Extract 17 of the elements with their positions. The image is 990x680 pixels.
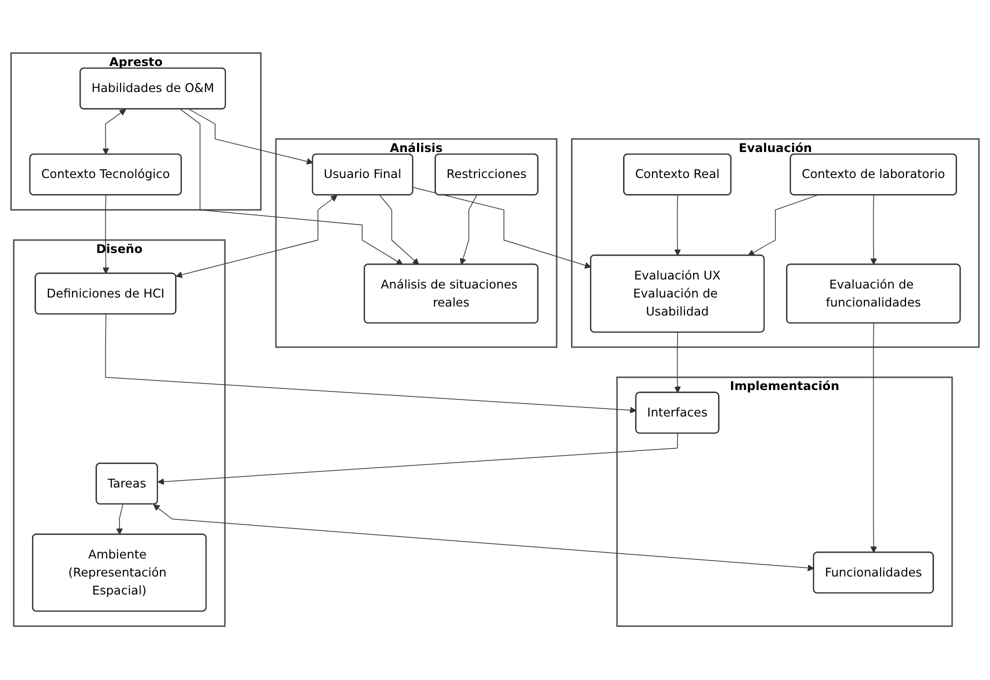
arrow	[116, 504, 124, 536]
arrow	[158, 434, 678, 486]
arrow	[180, 109, 403, 266]
arrow	[674, 195, 681, 256]
arrow	[870, 195, 877, 266]
arrow	[153, 504, 814, 572]
arrow	[748, 195, 818, 256]
arrow	[460, 195, 478, 266]
arrow	[412, 187, 592, 269]
arrow	[105, 314, 637, 414]
arrow	[188, 109, 314, 165]
arrow	[870, 323, 878, 554]
arrow	[102, 110, 126, 156]
arrow	[379, 195, 420, 266]
arrow	[176, 195, 338, 278]
arrow	[674, 332, 681, 394]
arrow	[102, 195, 110, 274]
